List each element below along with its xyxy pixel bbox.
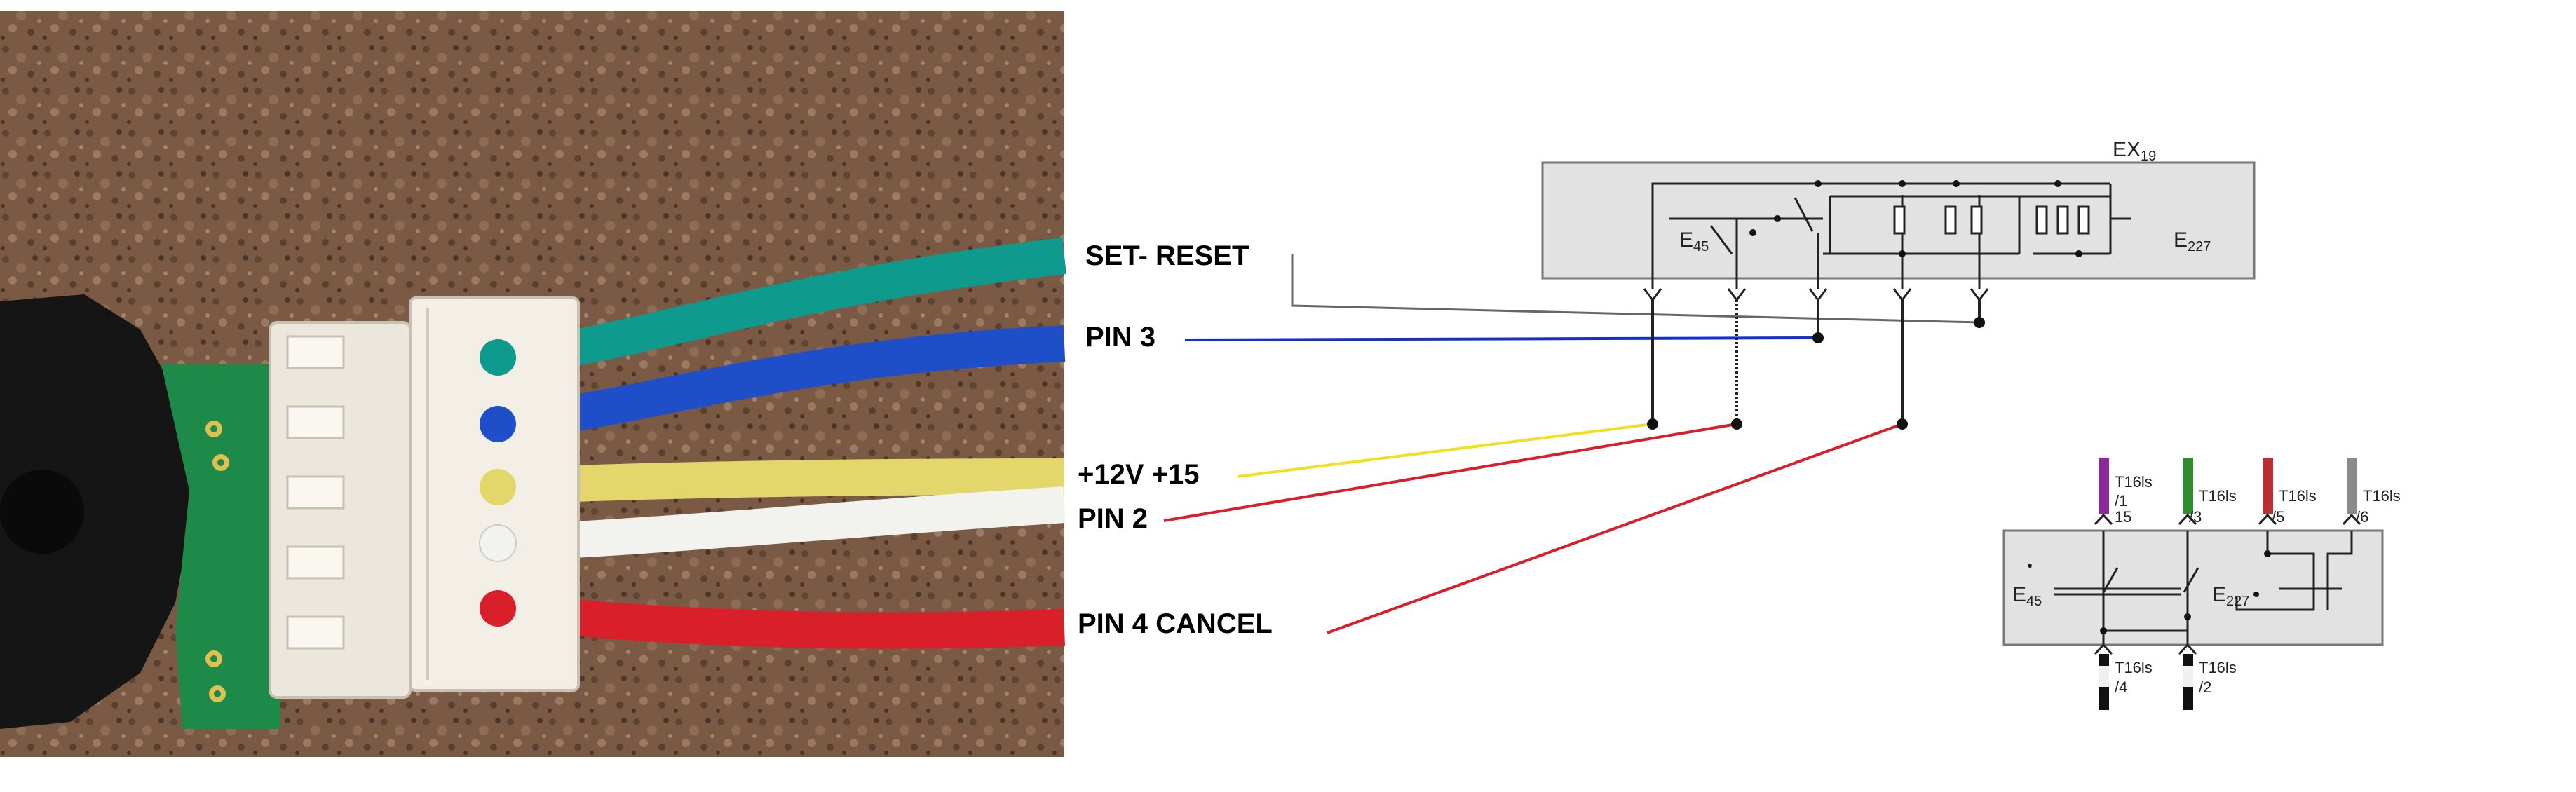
line-pin4 xyxy=(1327,423,1903,634)
switch-label-e227: E227 xyxy=(2174,228,2211,254)
connector-label-3: T16ls xyxy=(2199,487,2237,505)
label-pin3: PIN 3 xyxy=(1085,322,1155,353)
connector-label-4: T16ls xyxy=(2115,659,2153,676)
connector-stub-3 xyxy=(2183,458,2193,514)
label-pin4-cancel: PIN 4 CANCEL xyxy=(1078,608,1273,639)
connector-label-6: T16ls xyxy=(2363,487,2401,505)
switch-label-e45: E45 xyxy=(1679,228,1709,254)
connector-stub-6 xyxy=(2347,458,2357,514)
connector-label-2: T16ls xyxy=(2199,659,2237,676)
connector-label-5: T16ls xyxy=(2279,487,2317,505)
pcb-board xyxy=(161,364,280,729)
connector-pin-3: /3 xyxy=(2189,508,2202,526)
connector-photo xyxy=(0,11,1067,757)
connector-label-1: T16ls xyxy=(2115,473,2153,491)
label-12v-15: +12V +15 xyxy=(1078,459,1200,490)
label-set-reset: SET- RESET xyxy=(1085,240,1249,271)
label-pin2: PIN 2 xyxy=(1078,503,1148,534)
connector-pin-5: /5 xyxy=(2272,508,2284,526)
connector-stub-1 xyxy=(2099,458,2109,514)
module-label-ex19: EX19 xyxy=(2113,138,2156,164)
switch-housing xyxy=(0,294,196,729)
connector-pin-6: /6 xyxy=(2356,508,2368,526)
connector-pin-1: /1 xyxy=(2115,492,2127,510)
line-12v xyxy=(1237,423,1653,478)
line-pin3 xyxy=(1184,336,1819,341)
connector-pin-2: /2 xyxy=(2199,678,2211,696)
connection-lines xyxy=(1163,254,1980,634)
schematic-ex19: EX19 E45 E227 xyxy=(1541,138,2256,430)
line-set-reset xyxy=(1291,254,1980,324)
connector-pin-4: /4 xyxy=(2115,678,2127,696)
line-pin2 xyxy=(1163,423,1737,522)
bottom-switch-label-e45: E45 xyxy=(2012,583,2042,609)
connector-stub-5 xyxy=(2263,458,2273,514)
connector-extra-1: 15 xyxy=(2115,508,2131,526)
schematic-bottom: T16ls /1 15 T16ls /3 T16ls /5 T16ls /6 E… xyxy=(2002,458,2401,710)
bottom-switch-label-e227: E227 xyxy=(2212,583,2249,609)
